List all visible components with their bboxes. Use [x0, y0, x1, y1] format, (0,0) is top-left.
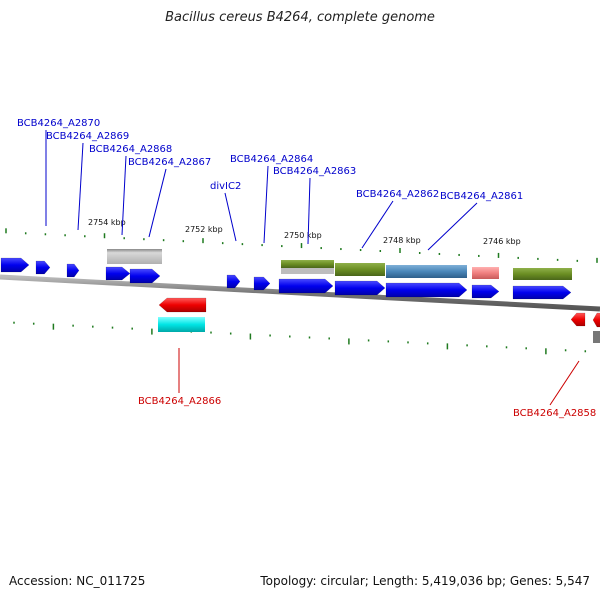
label-leader-line	[263, 165, 269, 244]
tick-label: 2750 kbp	[284, 231, 322, 240]
gene-label: BCB4264_A2858	[513, 408, 596, 419]
label-leader-line	[224, 192, 237, 242]
label-leader-line	[77, 142, 84, 231]
forward-gene	[385, 282, 468, 298]
forward-gene	[66, 263, 80, 278]
tick-labels: 2754 kbp 2752 kbp 2750 kbp 2748 kbp 2746 kbp	[88, 218, 521, 246]
tick-label: 2754 kbp	[88, 218, 126, 227]
label-leader-line	[148, 168, 167, 238]
tick-label: 2752 kbp	[185, 225, 223, 234]
forward-gene	[512, 285, 572, 300]
grey-feature	[281, 268, 334, 274]
green-feature	[513, 268, 572, 280]
topology-info: Topology: circular; Length: 5,419,036 bp…	[260, 574, 590, 588]
green-feature	[335, 263, 385, 276]
forward-gene	[471, 284, 500, 299]
forward-gene	[253, 276, 271, 291]
label-texts: BCB4264_A2870BCB4264_A2869BCB4264_A2868B…	[17, 118, 596, 419]
label-leader-line	[361, 200, 394, 249]
reverse-gene	[158, 297, 207, 313]
gene-label: BCB4264_A2867	[128, 157, 211, 168]
gene-label: BCB4264_A2862	[356, 189, 439, 200]
label-lines	[45, 130, 580, 406]
gene-label: divIC2	[210, 181, 241, 192]
gene-label: BCB4264_A2861	[440, 191, 523, 202]
tick-label: 2748 kbp	[383, 236, 421, 245]
reverse-gene	[570, 312, 586, 327]
reverse-gene	[592, 312, 600, 328]
label-leader-line	[427, 202, 478, 251]
gene-label: BCB4264_A2864	[230, 154, 313, 165]
features	[0, 249, 600, 343]
forward-gene	[35, 260, 51, 275]
gene-label: BCB4264_A2870	[17, 118, 100, 129]
label-leader-line	[307, 177, 311, 245]
gene-label: BCB4264_A2869	[46, 131, 129, 142]
forward-gene	[226, 274, 241, 289]
label-leader-line	[121, 155, 127, 236]
forward-gene	[278, 278, 334, 294]
forward-gene	[129, 268, 161, 284]
minor-ticks	[5, 228, 598, 355]
cyan-feature	[158, 317, 205, 332]
pink-feature	[472, 267, 499, 279]
forward-gene	[105, 266, 131, 281]
green-feature	[281, 260, 334, 268]
gene-label: BCB4264_A2863	[273, 166, 356, 177]
grey-feature	[107, 249, 162, 264]
gene-label: BCB4264_A2868	[89, 144, 172, 155]
forward-gene	[0, 257, 30, 273]
gene-label: BCB4264_A2866	[138, 396, 221, 407]
accession: Accession: NC_011725	[9, 574, 146, 588]
tick-label: 2746 kbp	[483, 237, 521, 246]
forward-gene	[334, 280, 386, 296]
steelblue-feature	[386, 265, 467, 278]
grey-feature	[593, 331, 600, 343]
map-title: Bacillus cereus B4264, complete genome	[165, 10, 435, 25]
label-leader-line	[549, 360, 580, 406]
